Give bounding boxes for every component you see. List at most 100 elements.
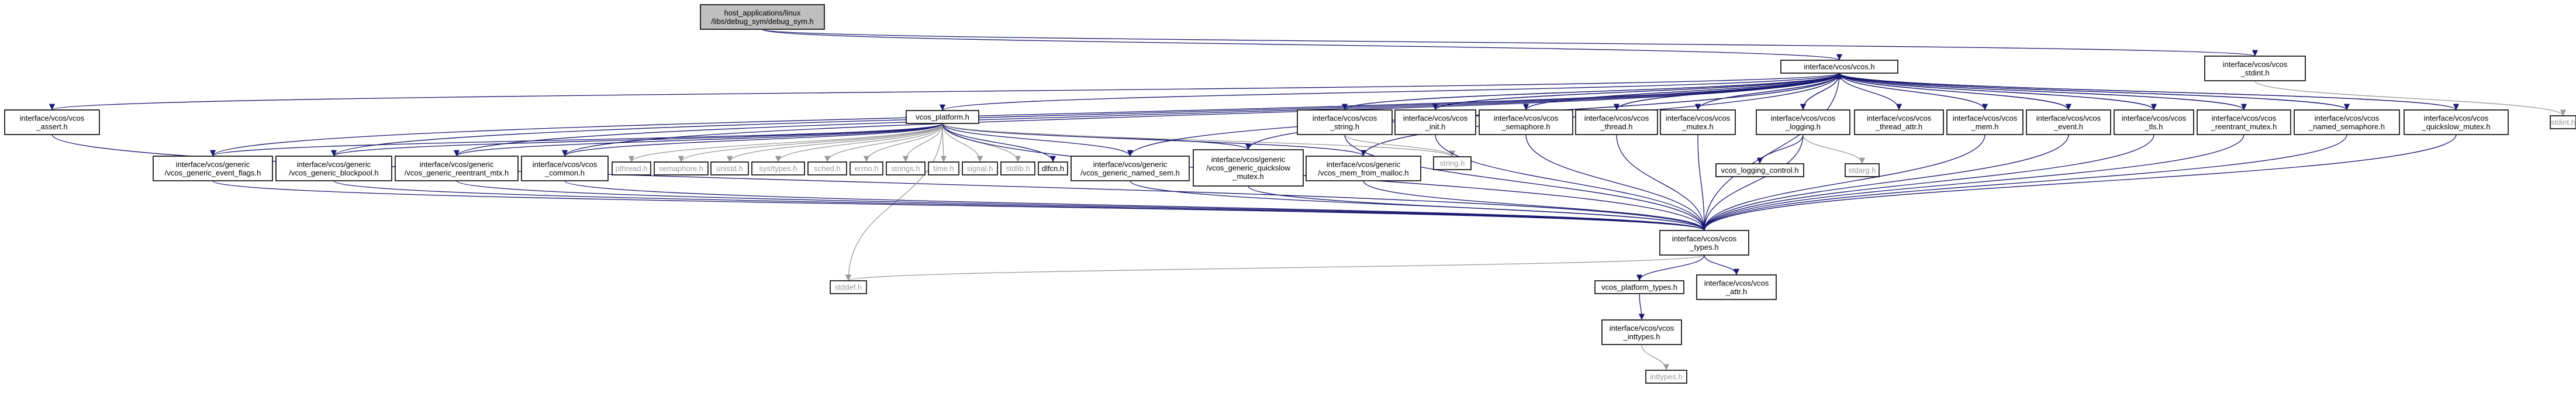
node-label-line: stdarg.h [1849, 166, 1876, 175]
edge-vcos-platform-to-mem-from-malloc [942, 123, 1366, 157]
node-vcos-platform[interactable]: vcos_platform.h [906, 110, 979, 124]
node-label-line: interface/vcos/generic [176, 160, 250, 168]
node-box [751, 161, 805, 175]
node-mem-from-malloc[interactable]: interface/vcos/generic/vcos_mem_from_mal… [1306, 156, 1421, 181]
node-label-line: vcos_platform.h [916, 113, 969, 122]
edge-vcos-string-to-vcos [1344, 73, 1842, 111]
node-vcos-init[interactable]: interface/vcos/vcos_init.h [1394, 109, 1476, 135]
node-box [1659, 230, 1749, 256]
node-box [2550, 115, 2576, 129]
node-box [2294, 109, 2400, 135]
node-vcos-quickslow[interactable]: interface/vcos/vcos_quickslow_mutex.h [2404, 109, 2509, 135]
node-vcos-types[interactable]: interface/vcos/vcos_types.h [1659, 230, 1749, 256]
node-pthread: pthread.h [612, 161, 651, 175]
node-vcos-mem[interactable]: interface/vcos/vcos_mem.h [1946, 109, 2023, 135]
node-box [654, 161, 709, 175]
edge-vcos-platform-to-string [942, 123, 1455, 157]
node-vcos-thread-attr[interactable]: interface/vcos/vcos_thread_attr.h [1854, 109, 1944, 135]
edge-vcos-event-to-vcos [1836, 73, 2069, 111]
edge-gen-blockpool-to-vcos-types [333, 180, 1707, 231]
node-vcos-event[interactable]: interface/vcos/vcos_event.h [2026, 109, 2111, 135]
node-inttypes: inttypes.h [1645, 370, 1687, 384]
node-dlfcn[interactable]: dlfcn.h [1038, 161, 1068, 175]
edge-vcos-types-to-stddef [845, 254, 1705, 281]
node-vcos-thread[interactable]: interface/vcos/vcos_thread.h [1575, 109, 1658, 135]
node-label-line: interface/vcos/vcos [1584, 113, 1649, 122]
node-label-line: stdlib.h [1006, 164, 1030, 173]
node-vcos-tls[interactable]: interface/vcos/vcos_tls.h [2114, 109, 2194, 135]
node-label-line: interface/vcos/vcos [1953, 113, 2018, 122]
node-label-line: strings.h [891, 164, 920, 173]
node-vcos[interactable]: interface/vcos/vcos.h [1780, 60, 1898, 74]
edge-vcos-types-to-vcos-attr [1704, 254, 1740, 276]
node-label-line: sched.h [814, 164, 841, 173]
node-label-line: _inttypes.h [1623, 332, 1660, 341]
node-box [1946, 109, 2023, 135]
node-vcos-common[interactable]: interface/vcos/vcos_common.h [521, 156, 609, 181]
edge-vcos-to-vcos-assert [49, 73, 1840, 111]
edge-vcos-stdint-to-stdint [2254, 80, 2567, 116]
node-label-line: /vcos_generic_named_sem.h [1080, 168, 1180, 177]
edge-vcos-tls-to-vcos-types [1701, 134, 2154, 231]
node-platform-types[interactable]: vcos_platform_types.h [1594, 280, 1684, 294]
node-systypes: sys/types.h [751, 161, 805, 175]
edge-gen-quickslow-to-vcos-types [1248, 185, 1707, 231]
edge-platform-types-to-vcos-inttypes [1638, 293, 1645, 321]
node-gen-blockpool[interactable]: interface/vcos/generic/vcos_generic_bloc… [275, 156, 392, 181]
edge-vcos-semaphore-to-vcos [1525, 73, 1843, 111]
node-label-line: _quickslow_mutex.h [2421, 122, 2490, 131]
edge-vcos-to-vcos-types [1701, 73, 1840, 231]
node-vcos-semaphore[interactable]: interface/vcos/vcos_semaphore.h [1479, 109, 1573, 135]
node-label-line: interface/vcos/generic [1327, 160, 1401, 168]
node-label-line: interface/vcos/vcos.h [1804, 63, 1874, 71]
node-label-line: _common.h [544, 168, 585, 177]
node-vcos-reentrant[interactable]: interface/vcos/vcos_reentrant_mutex.h [2197, 109, 2291, 135]
node-box [1394, 109, 1476, 135]
node-box [1193, 149, 1304, 187]
node-label-line: interface/vcos/vcos [1771, 113, 1836, 122]
node-stdarg: stdarg.h [1845, 163, 1880, 177]
node-label-line: dlfcn.h [1042, 164, 1064, 173]
node-label-line: interface/vcos/vcos [1672, 234, 1737, 243]
node-label-line: interface/vcos/generic [297, 160, 371, 168]
node-gen-quickslow[interactable]: interface/vcos/generic/vcos_generic_quic… [1193, 149, 1304, 187]
node-box [1660, 109, 1736, 135]
node-label-line: interface/vcos/vcos [1313, 113, 1377, 122]
node-vcos-stdint[interactable]: interface/vcos/vcos_stdint.h [2204, 56, 2306, 81]
node-label-line: /vcos_generic_event_flags.h [165, 168, 261, 177]
node-vcos-string[interactable]: interface/vcos/vcos_string.h [1297, 109, 1393, 135]
node-vcos-inttypes[interactable]: interface/vcos/vcos_inttypes.h [1601, 319, 1682, 345]
node-gen-reentrant[interactable]: interface/vcos/generic/vcos_generic_reen… [395, 156, 519, 181]
edge-mem-from-malloc-to-vcos-types [1363, 180, 1708, 231]
node-box [807, 161, 847, 175]
edge-vcos-assert-to-vcos-types [51, 134, 1707, 231]
node-label-line: unistd.h [716, 164, 743, 173]
edge-vcos-platform-to-unistd [726, 123, 943, 163]
node-label-line: interface/vcos/generic [1093, 160, 1168, 168]
node-logging-control[interactable]: vcos_logging_control.h [1715, 163, 1804, 177]
edge-vcos-named-sem-to-vcos [1836, 73, 2347, 111]
node-vcos-logging[interactable]: interface/vcos/vcos_logging.h [1756, 109, 1850, 135]
node-label-line: vcos_platform_types.h [1601, 283, 1677, 292]
edge-vcos-mutex-to-vcos-types [1697, 134, 1708, 231]
edge-vcos-platform-to-pthread [628, 123, 943, 163]
node-label-line: interface/vcos/vcos [533, 160, 598, 168]
node-gen-named-sem[interactable]: interface/vcos/generic/vcos_generic_name… [1071, 156, 1190, 181]
node-box [886, 161, 926, 175]
edge-vcos-platform-to-semaphore [678, 123, 943, 163]
node-vcos-attr[interactable]: interface/vcos/vcos_attr.h [1696, 274, 1777, 300]
node-label-line: inttypes.h [1650, 373, 1683, 381]
node-strings: strings.h [886, 161, 926, 175]
node-box [1756, 109, 1850, 135]
node-label-line: interface/vcos/vcos [2424, 113, 2489, 122]
edge-vcos-platform-to-signal [942, 123, 983, 163]
node-box [710, 161, 749, 175]
node-gen-event-flags[interactable]: interface/vcos/generic/vcos_generic_even… [153, 156, 273, 181]
edge-vcos-to-vcos-platform [940, 73, 1840, 111]
node-vcos-assert[interactable]: interface/vcos/vcos_assert.h [4, 109, 100, 135]
node-label-line: time.h [933, 164, 954, 173]
node-vcos-named-sem[interactable]: interface/vcos/vcos_named_semaphore.h [2294, 109, 2400, 135]
edge-vcos-mem-to-vcos [1836, 73, 1985, 111]
node-vcos-mutex[interactable]: interface/vcos/vcos_mutex.h [1660, 109, 1736, 135]
node-label-line: string.h [1440, 159, 1465, 168]
